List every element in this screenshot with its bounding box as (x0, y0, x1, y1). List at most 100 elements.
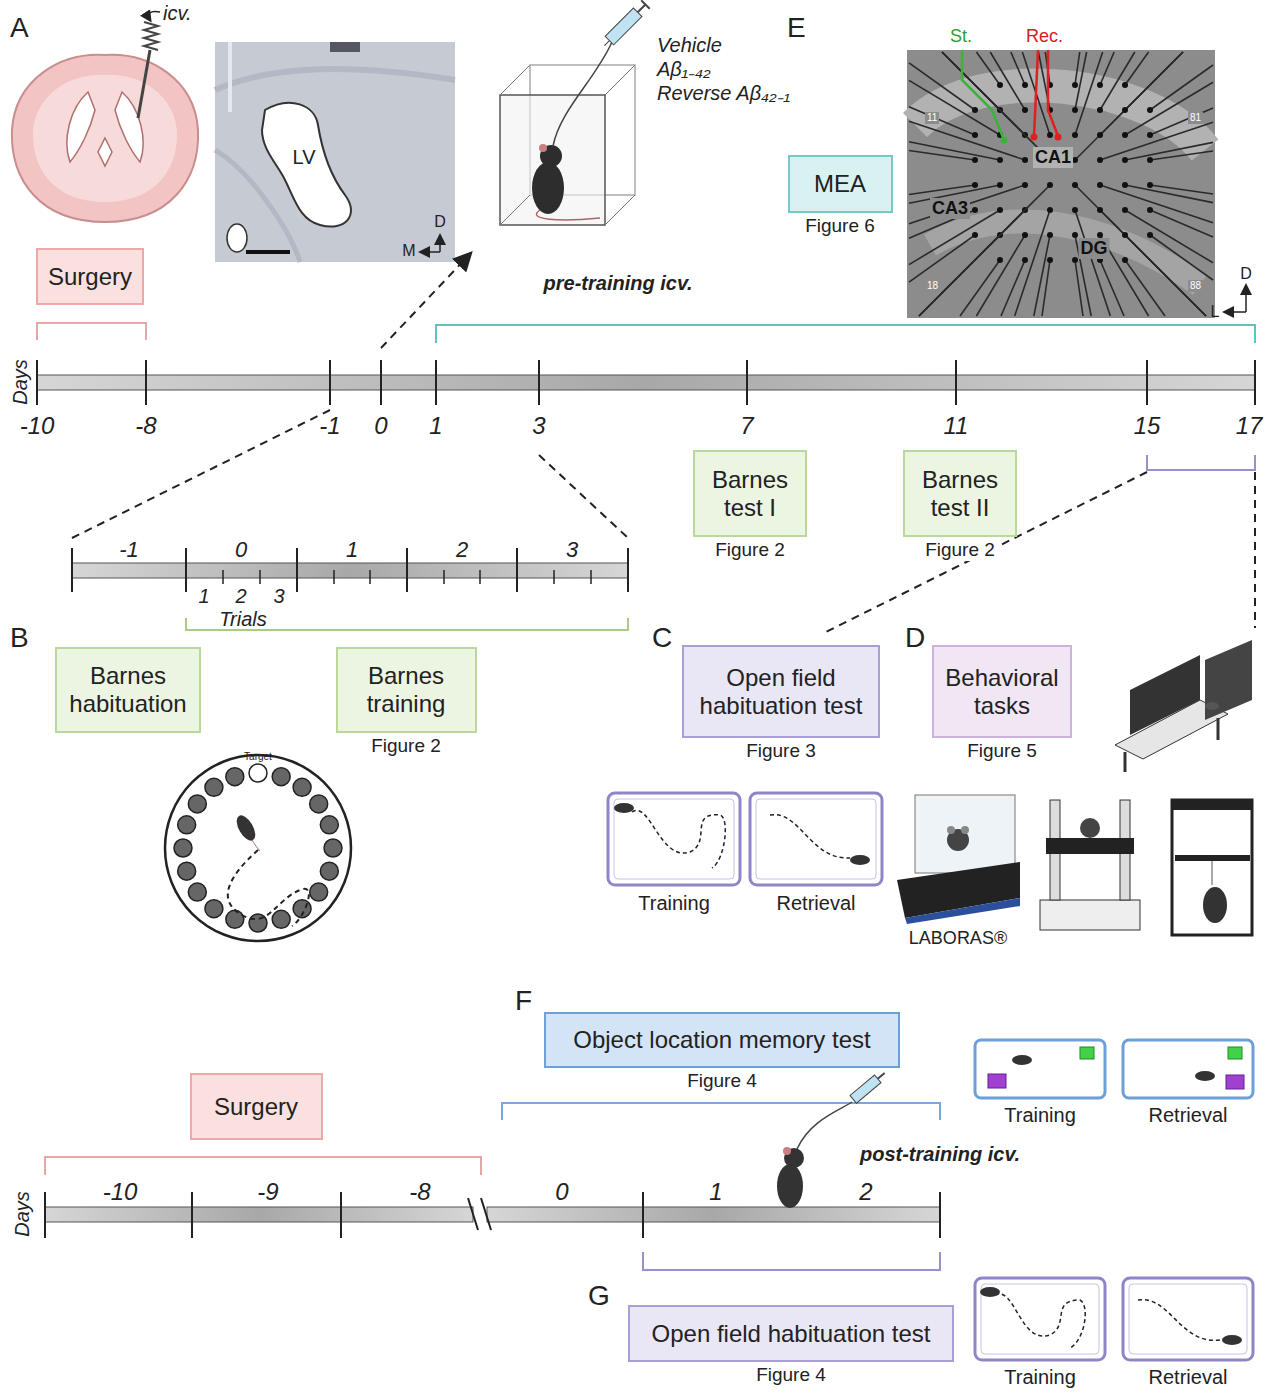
timeline-zoom (369, 570, 371, 584)
stage-box: Surgery (190, 1073, 323, 1140)
timeline-top (37, 375, 1255, 390)
mea-image (1055, 134, 1062, 141)
mea-image (1150, 185, 1213, 194)
mea-image (909, 151, 975, 160)
figure-reference: Figure 4 (753, 1364, 829, 1386)
day-number: -8 (409, 1178, 430, 1206)
timeline-bottom (642, 1192, 644, 1238)
timeline-top (746, 360, 748, 405)
axis-title: Days (9, 359, 32, 405)
histology-image (215, 42, 455, 262)
mea-image (1150, 151, 1213, 160)
day-number: 2 (456, 537, 468, 562)
mea-image (1122, 107, 1128, 113)
day-number: 3 (566, 537, 578, 562)
brain-section (138, 50, 150, 118)
behavior-apparatus (1130, 655, 1200, 735)
mea-image (972, 107, 978, 113)
timeline-top (435, 360, 437, 405)
timeline-top (955, 360, 957, 405)
mea-image (1100, 52, 1183, 135)
box-label: Surgery (48, 263, 132, 291)
day-number: -10 (20, 412, 55, 440)
mea-image (1047, 182, 1053, 188)
mea-image (1072, 107, 1078, 113)
mea-image (1122, 257, 1128, 263)
zoom-lines (72, 410, 330, 538)
barnes-maze (233, 812, 259, 843)
brackets (45, 1157, 481, 1175)
box-label: Behavioral tasks (942, 664, 1062, 719)
timeline-zoom (333, 570, 335, 584)
mea-image (1075, 52, 1103, 135)
panel-letter: D (905, 622, 925, 654)
panel-letter: G (588, 1280, 610, 1312)
open-field-arenas (614, 803, 634, 813)
mea-image (1147, 207, 1153, 213)
mea-image (1075, 210, 1110, 316)
behavior-apparatus (1205, 702, 1219, 710)
injection-cage (605, 195, 635, 225)
mea-image (1001, 260, 1025, 316)
mea-image (909, 52, 1213, 316)
injection-cage (605, 8, 642, 45)
timeline-zoom (185, 548, 187, 592)
brain-section (12, 11, 198, 222)
mea-image (1100, 122, 1213, 160)
mea-image (997, 257, 1003, 263)
mea-image (1042, 260, 1050, 316)
brackets (37, 323, 146, 340)
mea-image (972, 207, 978, 213)
box-label: Barnes test II (913, 466, 1007, 521)
region-label: DG (1079, 238, 1110, 259)
mea-image (1150, 210, 1213, 237)
phase-label: Training (1004, 1366, 1076, 1389)
mea-image (1022, 182, 1028, 188)
open-field-arenas-bottom (1222, 1335, 1242, 1345)
electrode-label: Rec. (1026, 26, 1063, 47)
injection-cage (500, 195, 530, 225)
mea-image (909, 107, 975, 135)
mea-image (1022, 257, 1028, 263)
mea-image (1072, 182, 1078, 188)
mea-image (1047, 257, 1053, 263)
behavior-apparatus (905, 898, 1020, 924)
mea-image (909, 185, 975, 194)
mea-image (1047, 207, 1053, 213)
mea-image (1100, 52, 1114, 85)
behavior-apparatus (1172, 800, 1252, 935)
mea-image (997, 207, 1003, 213)
axis-label: L (1211, 303, 1220, 321)
electrode-number: 81 (1188, 112, 1203, 124)
brackets (436, 325, 1255, 343)
object-arenas (1080, 1047, 1094, 1059)
mea-image (1125, 235, 1206, 316)
timeline-zoom (443, 570, 445, 584)
open-field-arenas (608, 793, 740, 885)
electrode-label: St. (950, 26, 972, 47)
day-number: 0 (374, 412, 387, 440)
box-label: Open field habituation test (692, 664, 870, 719)
behavior-apparatus (897, 640, 1252, 935)
injected-mouse (777, 1069, 888, 1208)
brackets (502, 1103, 940, 1120)
barnes-maze (320, 862, 338, 880)
axis-title: Trials (219, 608, 266, 631)
stage-box: MEAFigure 6 (788, 155, 893, 213)
phase-label: Training (1004, 1104, 1076, 1127)
object-arenas (1228, 1047, 1242, 1059)
open-field-arenas-bottom (1138, 1300, 1220, 1341)
stage-box: Barnes trainingFigure 2 (336, 647, 477, 733)
mea-image (976, 235, 1025, 316)
electrode-number: 88 (1188, 280, 1203, 292)
injection-cage (605, 65, 635, 95)
behavior-apparatus (1175, 855, 1250, 861)
injection-cage (500, 65, 530, 95)
mea-image (909, 121, 1025, 160)
histology-image (330, 42, 360, 52)
mea-image (1097, 107, 1103, 113)
day-number: -8 (135, 412, 156, 440)
day-number: -1 (119, 537, 139, 562)
mea-image (1147, 132, 1153, 138)
day-number: 7 (740, 412, 753, 440)
